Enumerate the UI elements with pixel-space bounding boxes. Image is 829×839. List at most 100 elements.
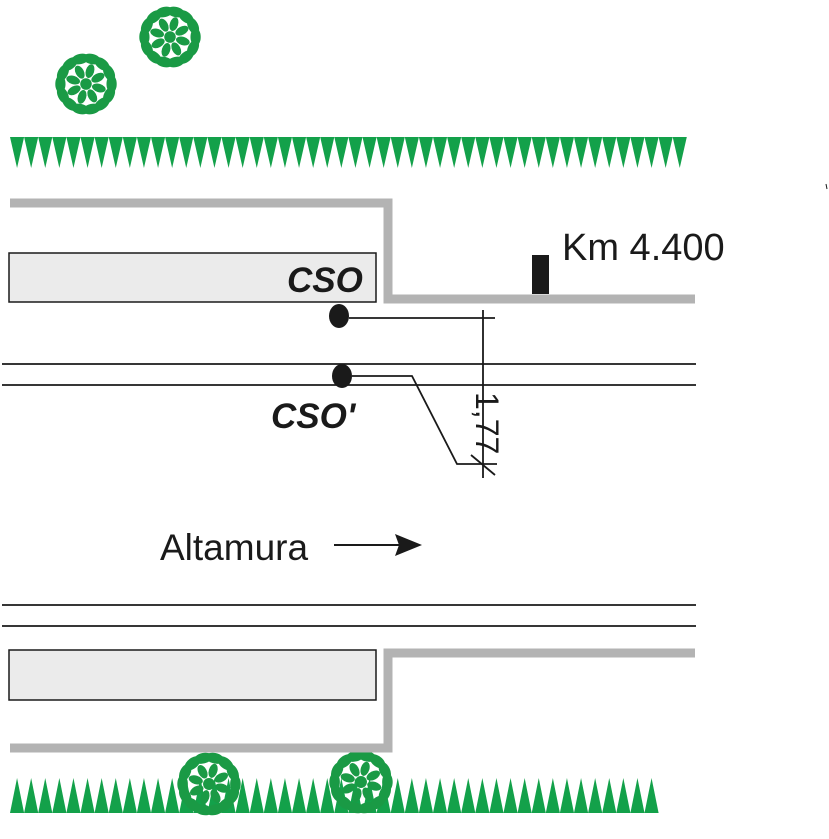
upper-platform: [8, 252, 377, 303]
grass-blade: [263, 778, 278, 813]
grass-blade: [644, 137, 659, 168]
grass-blade: [658, 137, 673, 168]
grass-blade: [489, 137, 504, 168]
grass-blade: [193, 137, 208, 168]
grass-blade: [207, 137, 222, 168]
cso-label: CSO: [287, 261, 363, 300]
grass-blade: [122, 778, 137, 813]
grass-blade: [151, 778, 166, 813]
grass-blade: [292, 137, 307, 168]
grass-blade: [616, 137, 631, 168]
grass-blade: [277, 137, 292, 168]
upper-platform-edge: [10, 198, 695, 304]
grass-blade: [306, 778, 321, 813]
grass-blade: [24, 137, 39, 168]
grass-blade: [80, 778, 95, 813]
grass-blade: [108, 778, 123, 813]
grass-blade: [418, 778, 433, 813]
grass-blade: [433, 778, 448, 813]
km-label: Km 4.400: [562, 227, 725, 269]
grass-blade: [376, 137, 391, 168]
grass-blade: [517, 778, 532, 813]
cso-point-icon: [329, 304, 349, 328]
grass-blade: [10, 778, 25, 813]
grass-blade: [630, 137, 645, 168]
km-post-icon: [532, 255, 549, 294]
grass-blade: [574, 778, 589, 813]
grass-blade: [320, 778, 335, 813]
tree-icon: [139, 6, 201, 68]
grass-blade: [447, 778, 462, 813]
grass-blade: [531, 137, 546, 168]
tree-icon: [55, 53, 117, 115]
grass-blade: [165, 778, 180, 813]
grass-blade: [94, 778, 109, 813]
grass-blade: [277, 778, 292, 813]
grass-blade: [531, 778, 546, 813]
grass-blade: [672, 137, 687, 168]
grass-blade: [489, 778, 504, 813]
grass-blade: [545, 778, 560, 813]
grass-blade: [66, 778, 81, 813]
grass-blade: [136, 137, 151, 168]
grass-blade: [447, 137, 462, 168]
grass-blade: [292, 778, 307, 813]
grass-blade: [602, 778, 617, 813]
grass-blade: [616, 778, 631, 813]
grass-blade: [588, 137, 603, 168]
grass-blade: [461, 778, 476, 813]
grass-blade: [306, 137, 321, 168]
stray-mark: [825, 183, 828, 190]
tree-icon: [177, 752, 241, 816]
arrow-right-icon: [334, 534, 422, 556]
grass-blade: [122, 137, 137, 168]
grass-blade: [136, 778, 151, 813]
cso-prime-leader-line: [352, 375, 497, 465]
grass-blade: [602, 137, 617, 168]
grass-blade: [320, 137, 335, 168]
grass-blade: [418, 137, 433, 168]
cso-prime-label: CSO': [271, 397, 357, 436]
grass-blade: [517, 137, 532, 168]
grass-blade: [108, 137, 123, 168]
grass-blade: [151, 137, 166, 168]
grass-blade: [80, 137, 95, 168]
grass-blade: [644, 778, 659, 813]
grass-blade: [348, 137, 363, 168]
grass-blade: [545, 137, 560, 168]
grass-blade: [249, 137, 264, 168]
grass-blade: [179, 137, 194, 168]
lower-platform: [8, 649, 377, 701]
grass-blade: [94, 137, 109, 168]
tree-icon: [329, 750, 393, 814]
grass-blade: [165, 137, 180, 168]
grass-blade: [461, 137, 476, 168]
direction-label: Altamura: [160, 527, 308, 568]
grass-blade: [559, 778, 574, 813]
grass-blade: [38, 137, 53, 168]
grass-blade: [235, 778, 250, 813]
grass-blade: [404, 778, 419, 813]
grass-blade: [433, 137, 448, 168]
grass-strip-top: [10, 137, 687, 168]
grass-blade: [24, 778, 39, 813]
grass-blade: [263, 137, 278, 168]
trees-group: [55, 6, 393, 816]
grass-blade: [475, 778, 490, 813]
grass-blade: [503, 778, 518, 813]
cso-prime-point-icon: [332, 364, 352, 388]
grass-blade: [221, 137, 236, 168]
grass-blade: [390, 137, 405, 168]
grass-blade: [52, 137, 67, 168]
lower-platform-edge: [10, 648, 695, 753]
grass-blade: [52, 778, 67, 813]
dimension-label: 1,77: [469, 392, 505, 454]
grass-blade: [235, 137, 250, 168]
grass-blade: [404, 137, 419, 168]
grass-blade: [362, 137, 377, 168]
grass-blade: [334, 137, 349, 168]
grass-blade: [630, 778, 645, 813]
dimension-tick: [470, 454, 496, 476]
grass-blade: [38, 778, 53, 813]
